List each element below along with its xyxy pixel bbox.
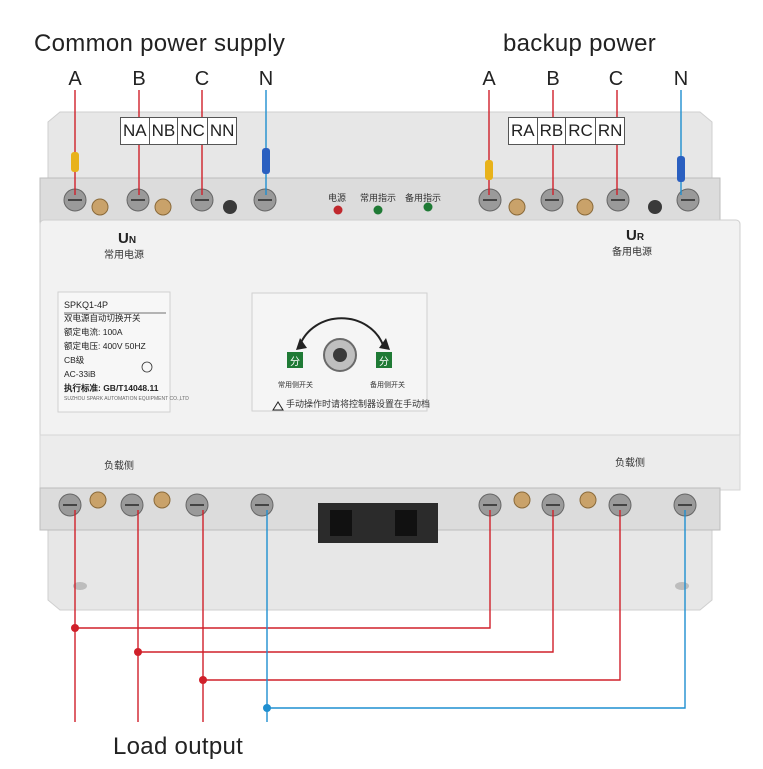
nameplate-category: AC-33iB <box>64 369 96 379</box>
phase-a-left-label: A <box>68 68 82 90</box>
connector-socket-left <box>330 510 352 536</box>
mount-hole-left <box>73 582 87 590</box>
backup-indicator-led <box>423 202 433 212</box>
tag-nc: NC <box>178 118 208 144</box>
nameplate <box>57 291 171 413</box>
nameplate-name: 双电源自动切换开关 <box>64 313 141 323</box>
common-side-button <box>287 352 303 368</box>
load-output-wires <box>74 510 686 722</box>
load-output-label: Load output <box>113 733 244 760</box>
load-side-right-label: 负载侧 <box>615 458 645 469</box>
power-indicator-label: 电源 <box>328 193 347 203</box>
junction-b <box>134 648 142 656</box>
nameplate-standard: 执行标准: GB/T14048.11 <box>64 383 159 393</box>
nameplate-rated-voltage: 额定电压: 400V 50HZ <box>64 341 146 351</box>
mount-hole-right <box>675 582 689 590</box>
arc-arrow-right <box>379 338 390 350</box>
nameplate-maker: SUZHOU SPARK AUTOMATION EQUIPMENT CO.,LT… <box>64 396 189 402</box>
backup-power-cn-label: 备用电源 <box>612 247 652 258</box>
common-indicator-led <box>373 205 383 215</box>
un-symbol: UN <box>118 230 136 247</box>
ccc-mark-icon <box>141 361 153 373</box>
junction-c <box>199 676 207 684</box>
tag-na: NA <box>121 118 150 144</box>
manual-operation-warning: 手动操作时请将控制器设置在手动档 <box>286 399 431 409</box>
load-side-strip <box>39 434 741 491</box>
phase-b-right-label: B <box>546 68 560 90</box>
tag-rb: RB <box>538 118 567 144</box>
phase-a-right-label: A <box>482 68 496 90</box>
connector-socket-right <box>395 510 417 536</box>
backup-side-button <box>376 352 392 368</box>
common-power-supply-label: Common power supply <box>34 30 286 57</box>
power-indicator-led <box>333 205 343 215</box>
phase-n-right-label: N <box>673 68 689 90</box>
load-side-left-label: 负载侧 <box>104 461 134 472</box>
handle-socket <box>333 348 347 362</box>
tag-nb: NB <box>150 118 179 144</box>
tag-ra: RA <box>509 118 538 144</box>
phase-b-left-label: B <box>132 68 146 90</box>
backup-side-switch-label: 备用侧开关 <box>370 382 405 389</box>
tag-rn: RN <box>597 121 623 140</box>
backup-indicator-label: 备用指示 <box>405 193 442 203</box>
ur-symbol: UR <box>626 227 645 244</box>
rotation-arc <box>299 317 384 346</box>
common-side-button-glyph: 分 <box>290 356 300 368</box>
nameplate-grade: CB级 <box>64 355 85 365</box>
nameplate-text: 双电源自动切换开关 额定电流: 100A 额定电压: 400V 50HZ CB级… <box>64 311 189 404</box>
right-terminal-tags: RA RB RC RN <box>508 117 626 145</box>
phase-c-right-label: C <box>608 68 624 90</box>
common-side-switch-label: 常用侧开关 <box>278 382 313 389</box>
backup-power-label: backup power <box>503 30 657 57</box>
yellow-marker-a-right <box>485 160 493 180</box>
nameplate-rated-current: 额定电流: 100A <box>64 327 123 337</box>
common-power-cn-label: 常用电源 <box>104 250 144 261</box>
blue-marker-n-right <box>677 156 685 182</box>
top-terminal-screws <box>63 188 700 216</box>
left-terminal-tags: NA NB NC NN <box>120 117 238 145</box>
yellow-marker-a-left <box>71 152 79 172</box>
junction-a <box>71 624 79 632</box>
tag-rc: RC <box>566 118 596 144</box>
phase-c-left-label: C <box>194 68 210 90</box>
phase-n-left-label: N <box>258 68 274 90</box>
nameplate-model: SPKQ1-4P <box>64 300 108 310</box>
warning-icon <box>272 401 284 411</box>
junction-n <box>263 704 271 712</box>
arc-arrow-left <box>296 338 307 350</box>
common-indicator-label: 常用指示 <box>360 193 397 203</box>
backup-side-button-glyph: 分 <box>379 356 389 368</box>
tag-nn: NN <box>209 121 235 140</box>
blue-marker-n-left <box>262 148 270 174</box>
